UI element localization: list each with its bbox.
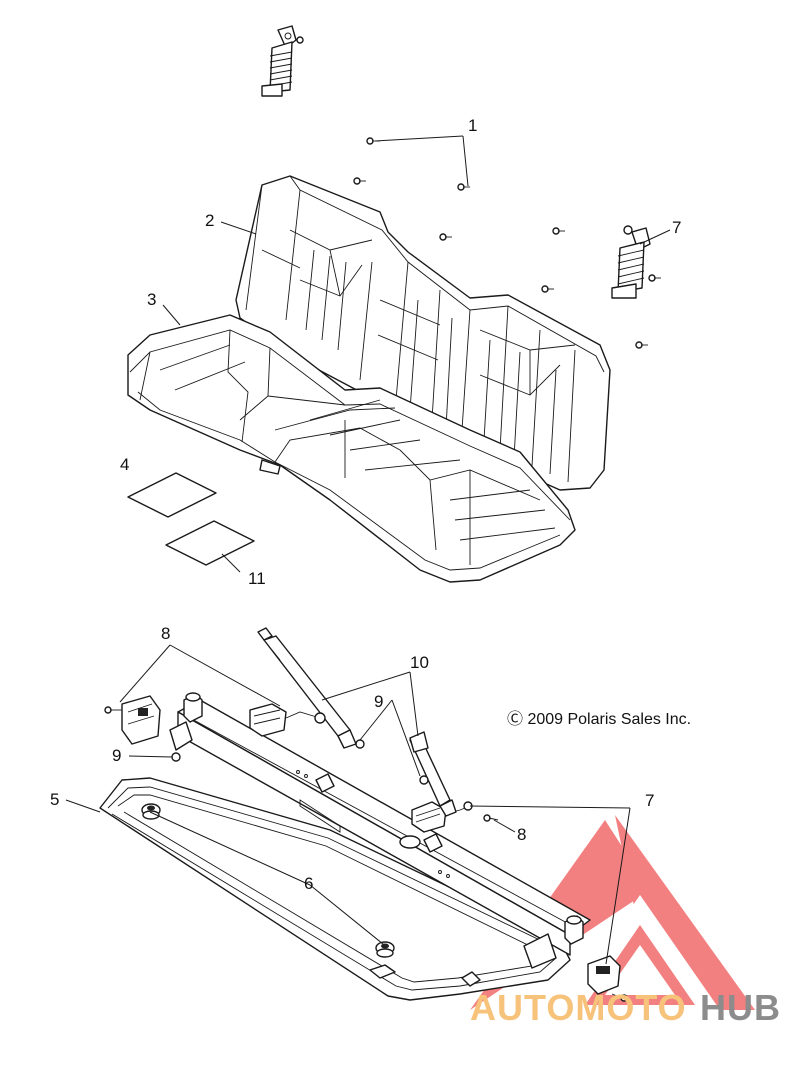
callout-9-left: 9 <box>112 746 121 765</box>
callout-4: 4 <box>120 455 129 474</box>
callout-3: 3 <box>147 290 156 309</box>
spring-bracket-top <box>261 25 304 97</box>
watermark-text: AUTOMOTO HUB <box>470 987 781 1028</box>
callout-7-top: 7 <box>672 218 681 237</box>
seat-cushion <box>127 314 576 583</box>
callout-7-bottom: 7 <box>645 791 654 810</box>
seat-belt-buckle-right <box>587 955 628 1002</box>
grommets <box>141 803 395 958</box>
seat-belt-right <box>409 731 499 833</box>
spring-bracket-right <box>611 225 651 299</box>
callout-8-top: 8 <box>161 624 170 643</box>
callout-10: 10 <box>410 653 429 672</box>
callout-9-middle: 9 <box>374 692 383 711</box>
watermark-brand-part1: AUTOMOTO <box>470 987 687 1028</box>
seat-cross-beam <box>169 692 591 969</box>
screws <box>353 137 661 349</box>
seat-belt-left <box>249 627 357 749</box>
leader-lines <box>65 135 671 965</box>
callout-1: 1 <box>468 116 477 135</box>
callout-2: 2 <box>205 211 214 230</box>
seat-belt-buckle-left <box>104 695 161 745</box>
callout-6: 6 <box>304 874 313 893</box>
copyright-notice: Ⓒ 2009 Polaris Sales Inc. <box>507 710 691 728</box>
callout-11: 11 <box>248 569 266 588</box>
watermark-brand-part2: HUB <box>700 987 781 1028</box>
label-decal-4 <box>127 472 217 518</box>
callout-8-bottom: 8 <box>517 825 526 844</box>
callout-5: 5 <box>50 790 59 809</box>
callout-labels: 1 2 3 4 5 6 7 7 8 8 9 9 10 11 <box>50 116 681 893</box>
label-decal-11 <box>165 520 255 566</box>
